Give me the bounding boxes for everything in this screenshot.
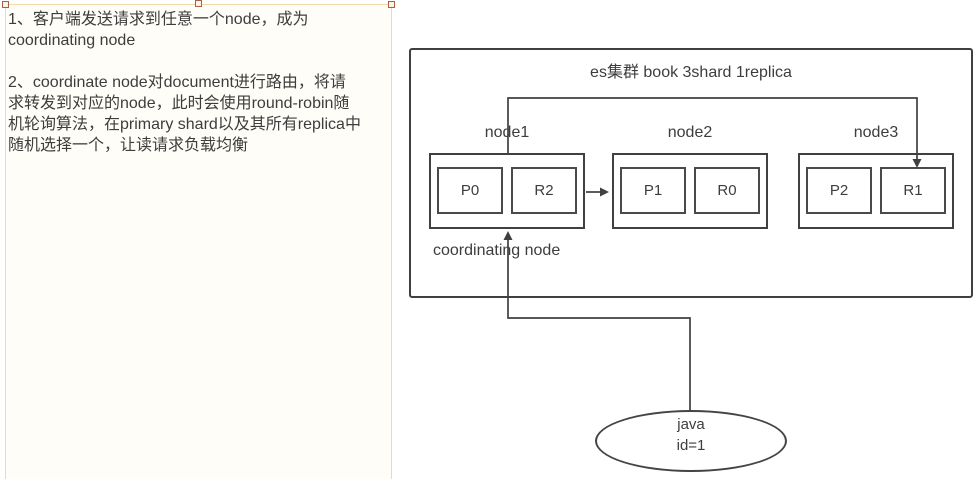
shard-p2[interactable]: P2 bbox=[806, 167, 872, 214]
notes-line: 求转发到对应的node，此时会使用round-robin随 bbox=[8, 95, 350, 112]
client-name: java bbox=[677, 416, 705, 433]
java-client-ellipse[interactable]: java id=1 bbox=[595, 410, 787, 472]
shard-p1[interactable]: P1 bbox=[620, 167, 686, 214]
node3-label: node3 bbox=[853, 124, 899, 141]
resize-handle-top-right[interactable] bbox=[388, 1, 395, 8]
notes-textbox[interactable]: 1、客户端发送请求到任意一个node，成为 coordinating node … bbox=[2, 0, 395, 479]
client-doc-id: id=1 bbox=[676, 437, 706, 454]
resize-handle-top-center[interactable] bbox=[194, 0, 202, 7]
es-cluster-box[interactable]: es集群 book 3shard 1replica node1 P0 R2 no… bbox=[409, 48, 973, 298]
shard-r1[interactable]: R1 bbox=[880, 167, 946, 214]
node1-label: node1 bbox=[484, 124, 530, 141]
notes-text: 1、客户端发送请求到任意一个node，成为 coordinating node … bbox=[8, 9, 390, 156]
notes-line: 1、客户端发送请求到任意一个node，成为 bbox=[8, 11, 309, 28]
node1-box[interactable]: P0 R2 bbox=[429, 153, 585, 229]
notes-line: 2、coordinate node对document进行路由，将请 bbox=[8, 74, 346, 91]
notes-line: 机轮询算法，在primary shard以及其所有replica中 bbox=[8, 116, 361, 133]
node2-label: node2 bbox=[667, 124, 713, 141]
coordinating-node-label: coordinating node bbox=[433, 242, 561, 259]
notes-line: coordinating node bbox=[8, 32, 136, 49]
node2-box[interactable]: P1 R0 bbox=[612, 153, 768, 229]
shard-p0[interactable]: P0 bbox=[437, 167, 503, 214]
cluster-title: es集群 book 3shard 1replica bbox=[590, 64, 792, 81]
node3-box[interactable]: P2 R1 bbox=[798, 153, 954, 229]
resize-handle-top-left[interactable] bbox=[2, 1, 9, 8]
shard-r2[interactable]: R2 bbox=[511, 167, 577, 214]
notes-line: 随机选择一个，让读请求负载均衡 bbox=[8, 137, 249, 154]
shard-r0[interactable]: R0 bbox=[694, 167, 760, 214]
blank-line bbox=[8, 51, 390, 72]
